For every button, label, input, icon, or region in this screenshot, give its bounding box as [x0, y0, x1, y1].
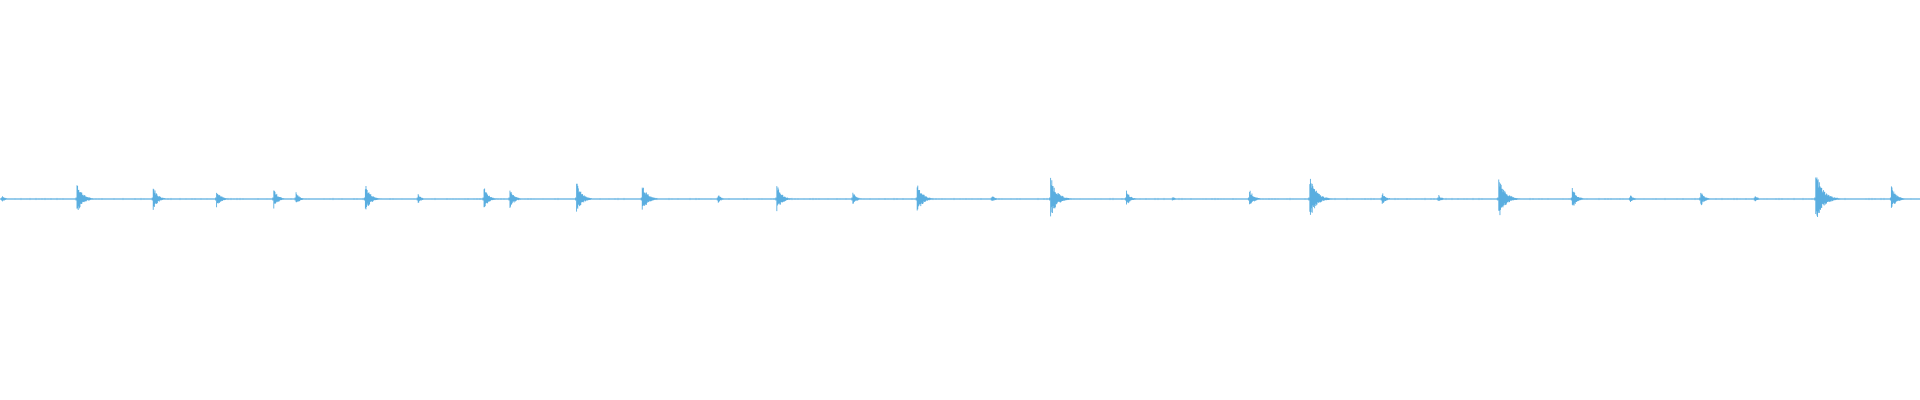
transient-shape [1889, 186, 1908, 208]
transient-shape [363, 186, 383, 210]
transient-shape [640, 187, 660, 210]
transient-shape [1171, 197, 1183, 201]
transient-shape [1308, 178, 1332, 215]
transient-shape [915, 185, 936, 211]
transient-spike [363, 186, 383, 210]
transient-shape [1814, 177, 1841, 218]
transient-spike [508, 190, 525, 208]
transient-spike [1497, 179, 1521, 216]
transient-shape [716, 195, 729, 203]
transient-shape [215, 192, 231, 208]
transient-spike [1437, 195, 1450, 201]
transient-spike [575, 183, 595, 212]
transient-spike [640, 187, 660, 210]
transient-spike [294, 192, 308, 203]
transient-shape [151, 188, 169, 210]
transient-spike [775, 186, 794, 212]
transient-spike [716, 195, 729, 203]
transient-shape [1570, 188, 1588, 206]
transient-spike [915, 185, 936, 211]
transient-spike [1814, 177, 1841, 218]
transient-shape [294, 192, 308, 203]
transient-spike [1049, 177, 1072, 217]
transient-spike [151, 188, 169, 210]
transient-shape [1497, 179, 1521, 216]
transient-spike [1125, 190, 1140, 205]
transient-spike [1248, 190, 1264, 205]
transient-shape [75, 185, 96, 210]
baseline-noise [0, 197, 1918, 201]
transient-shape [1248, 190, 1264, 205]
transient-shape [1699, 192, 1714, 206]
transient-shape [775, 186, 794, 212]
transient-shape [1125, 190, 1140, 205]
transient-spike [215, 192, 231, 208]
transient-spike [1699, 192, 1714, 206]
waveform-transients [0, 177, 1918, 218]
transient-spike [482, 188, 500, 208]
transient-spike [1171, 197, 1183, 201]
transient-shape [508, 190, 525, 208]
transient-spike [1570, 188, 1588, 206]
transient-shape [482, 188, 500, 208]
transient-spike [1308, 178, 1332, 215]
transient-spike [75, 185, 96, 210]
transient-shape [575, 183, 595, 212]
transient-shape [1437, 195, 1450, 201]
transient-shape [1049, 177, 1072, 217]
transient-spike [1889, 186, 1908, 208]
